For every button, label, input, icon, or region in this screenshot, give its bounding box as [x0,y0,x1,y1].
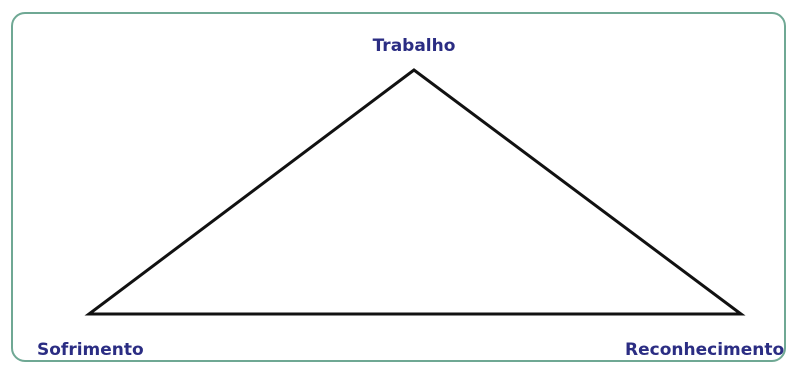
node-label-top: Trabalho [372,36,456,56]
node-label-right: Reconhecimento [625,340,785,360]
node-label-left: Sofrimento [37,340,144,360]
diagram-frame [11,12,786,362]
triangle-shape [84,68,746,316]
